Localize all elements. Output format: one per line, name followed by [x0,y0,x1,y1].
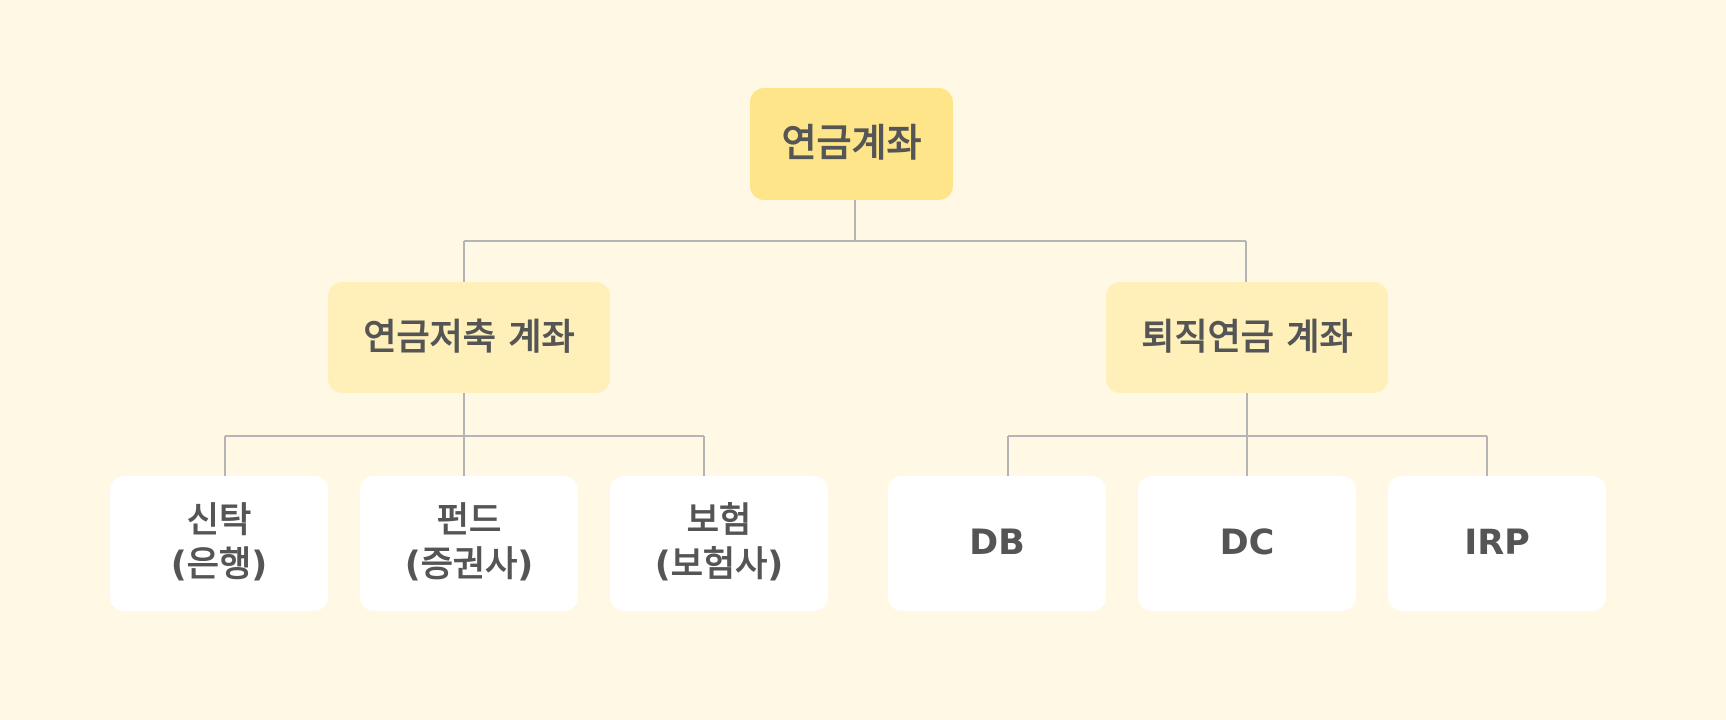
branch-label: 연금저축 계좌 [363,317,575,358]
leaf-label-line2: (은행) [170,544,268,585]
leaf-label: DB [969,522,1025,563]
leaf-node-db: DB [888,476,1106,611]
leaf-label-line1: 보험 [686,500,752,541]
leaf-node-irp: IRP [1388,476,1606,611]
leaf-node-insurance: 보험 (보험사) [610,476,828,611]
leaf-label-line1: 펀드 [436,500,502,541]
leaf-label: IRP [1464,522,1530,563]
leaf-label-line2: (보험사) [654,544,784,585]
root-node: 연금계좌 [750,88,953,200]
branch-label: 퇴직연금 계좌 [1141,317,1353,358]
leaf-node-trust: 신탁 (은행) [110,476,328,611]
leaf-node-fund: 펀드 (증권사) [360,476,578,611]
leaf-label: DC [1219,522,1275,563]
leaf-label-line1: 신탁 [186,500,252,541]
branch-node-pension-savings: 연금저축 계좌 [328,282,610,393]
root-label: 연금계좌 [781,121,922,166]
leaf-label-line2: (증권사) [404,544,534,585]
branch-node-retirement-pension: 퇴직연금 계좌 [1106,282,1388,393]
leaf-node-dc: DC [1138,476,1356,611]
